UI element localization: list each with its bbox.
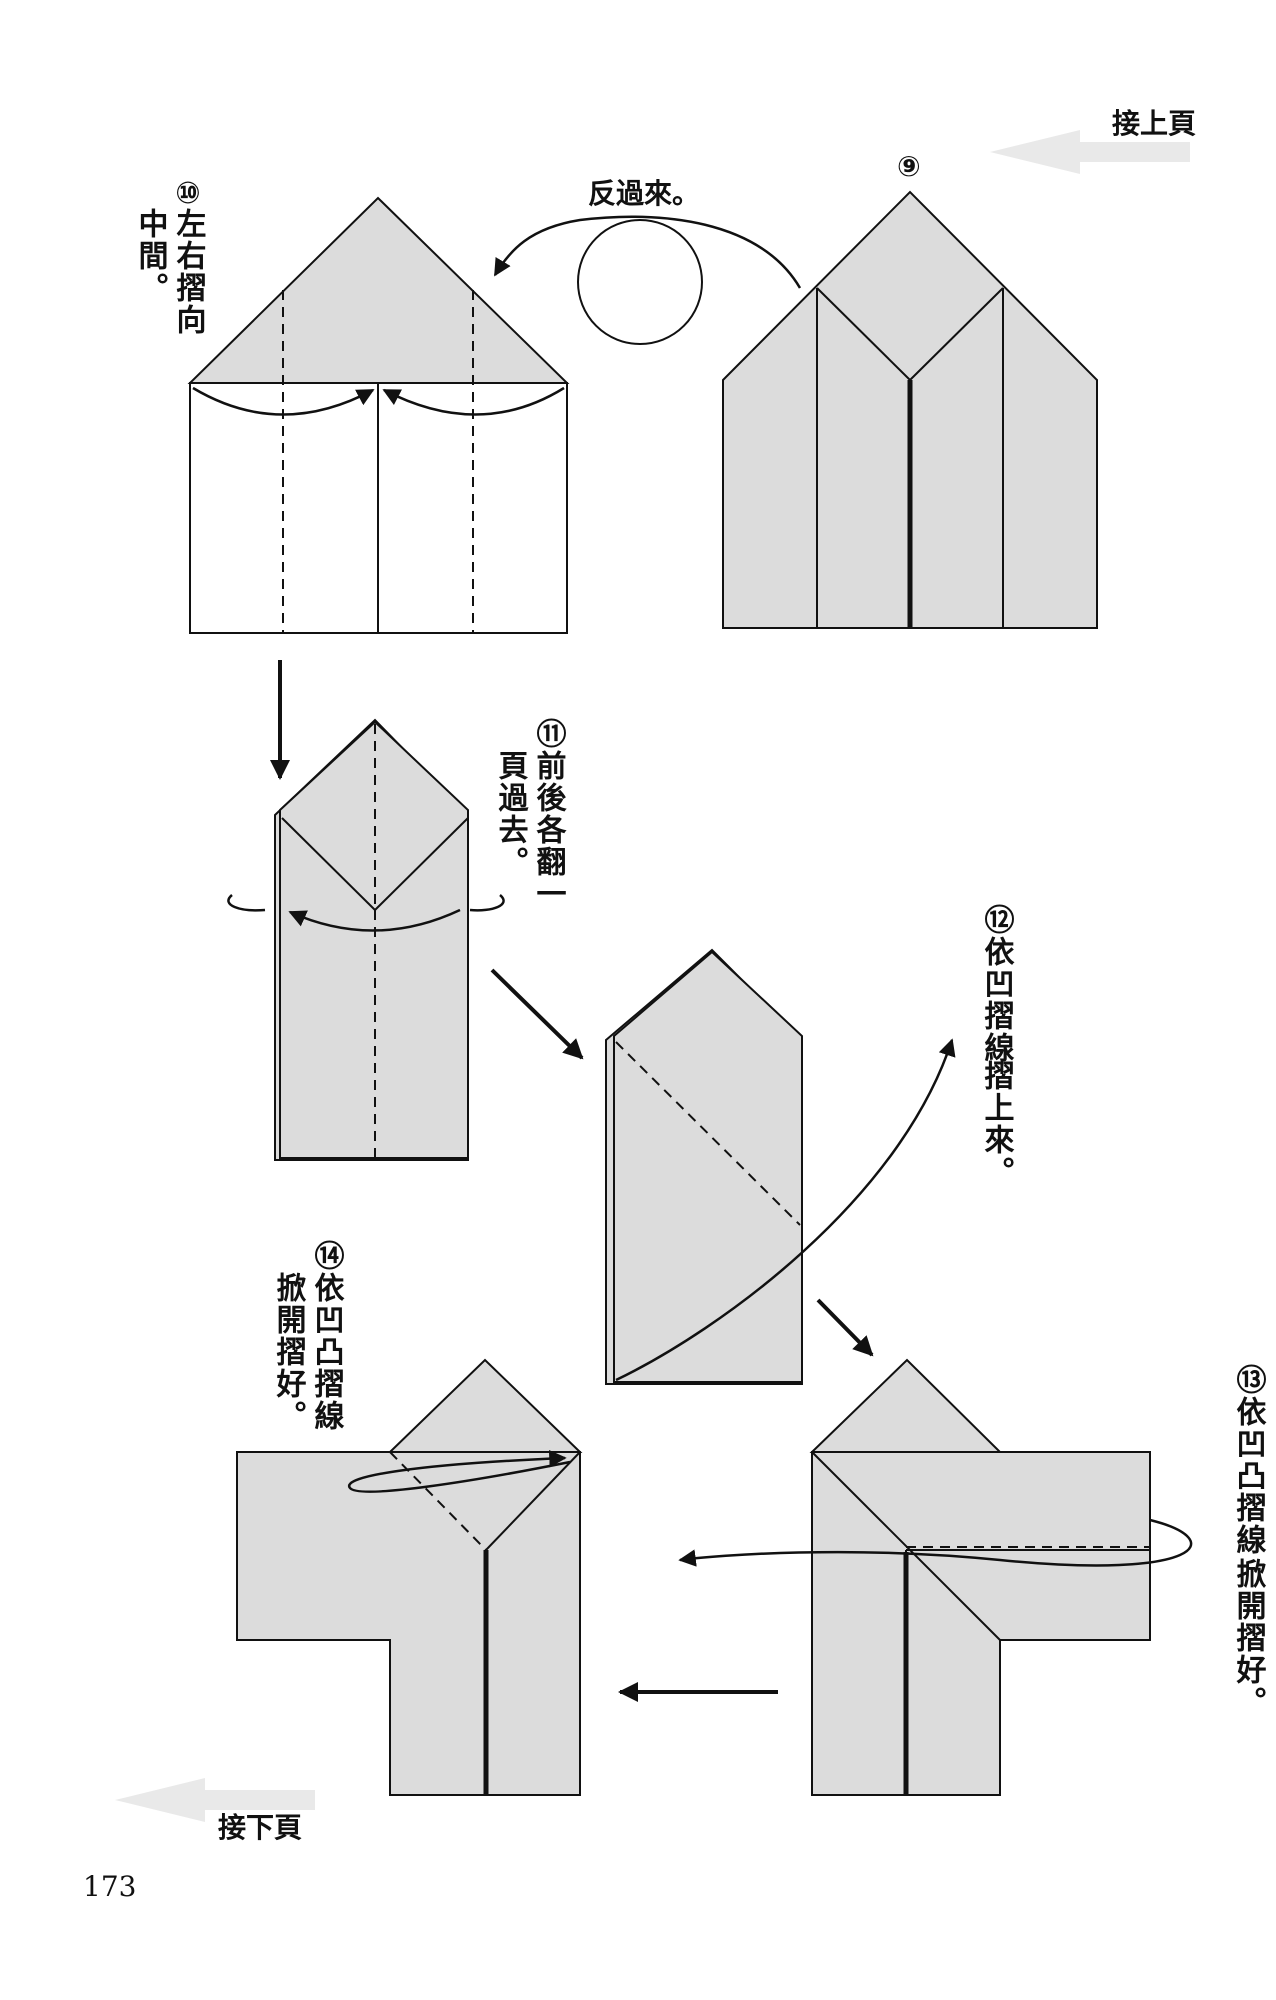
step-11-text-col2: 頁過去。 <box>492 750 528 878</box>
continue-from-arrow-icon <box>990 130 1190 174</box>
next-step-arrow-icon <box>490 968 584 1060</box>
step-11-figure <box>227 718 505 1161</box>
step-13-text-col2: 掀開摺好。 <box>1230 1558 1266 1718</box>
step-12-number: ⑫ <box>978 904 1014 936</box>
flip-over-arrow-icon <box>493 215 802 345</box>
step-10-text-col2: 中間。 <box>132 208 168 304</box>
step-14-text-col2: 掀開摺好。 <box>270 1272 306 1432</box>
step-11-text-col1: 前後各翻一 <box>530 750 566 910</box>
step-9-figure <box>722 190 1098 629</box>
next-step-arrow-icon <box>816 1298 874 1357</box>
step-10-text-col1: 左右摺向 <box>170 208 206 336</box>
continue-from-label: 接上頁 <box>1112 107 1197 140</box>
continue-to-label: 接下頁 <box>218 1811 303 1844</box>
step-12-figure <box>605 948 956 1385</box>
step-11-number: ⑪ <box>530 718 566 750</box>
flip-over-note: 反過來。 <box>588 177 701 210</box>
step-13-figure <box>678 1358 1193 1796</box>
step-14-number: ⑭ <box>308 1240 344 1272</box>
step-14-figure <box>236 1358 583 1796</box>
step-13-number: ⑬ <box>1230 1364 1266 1396</box>
step-12-text-col1: 依凹摺線 <box>978 936 1014 1064</box>
step-14-text-col1: 依凹凸摺線 <box>308 1272 344 1432</box>
step-13-text-col1: 依凹凸摺線 <box>1230 1396 1266 1556</box>
step-9-number: ⑨ <box>897 150 921 183</box>
step-12-text-col2: 摺上來。 <box>978 1060 1014 1188</box>
step-10-figure <box>187 196 570 634</box>
step-10-number: ⑩ <box>170 176 206 213</box>
continue-to-arrow-icon <box>115 1778 315 1822</box>
page-number: 173 <box>83 1870 137 1903</box>
